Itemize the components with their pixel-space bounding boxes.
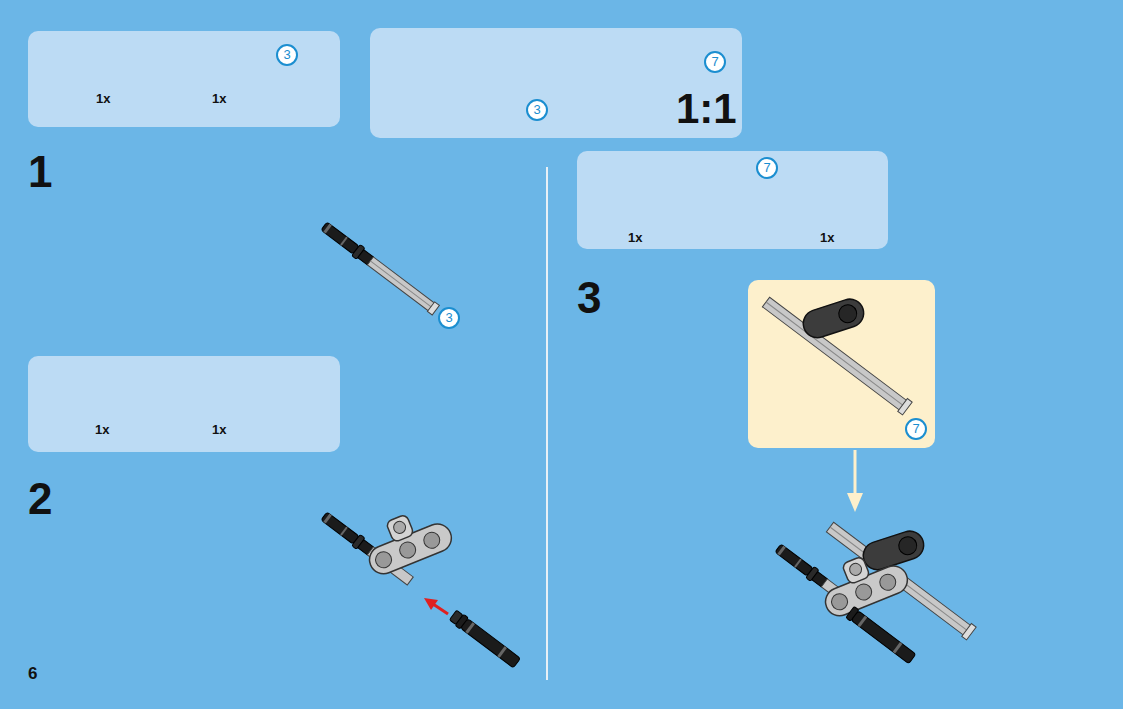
quantity-label: 1x: [212, 422, 226, 437]
callout-number: 7: [704, 51, 726, 73]
callout-number: 3: [526, 99, 548, 121]
quantity-label: 1x: [212, 91, 226, 106]
callout-number: 7: [756, 157, 778, 179]
quantity-label: 1x: [628, 230, 642, 245]
step-number: 1: [28, 150, 52, 194]
scale-label: 1:1: [676, 88, 737, 130]
callout-number: 7: [905, 418, 927, 440]
parts-panel: 1x 1x 3: [28, 31, 340, 127]
sub-assembly-box: 7: [748, 280, 935, 448]
page-number: 6: [28, 664, 37, 684]
step-number: 2: [28, 477, 52, 521]
callout-number: 3: [276, 44, 298, 66]
quantity-label: 1x: [95, 422, 109, 437]
quantity-label: 1x: [96, 91, 110, 106]
quantity-label: 1x: [820, 230, 834, 245]
callout-number: 3: [438, 307, 460, 329]
scale-panel: 7 3 1:1: [370, 28, 742, 138]
parts-panel: 7 1x 1x: [577, 151, 888, 249]
parts-panel: 1x 1x: [28, 356, 340, 452]
step-number: 3: [577, 276, 601, 320]
